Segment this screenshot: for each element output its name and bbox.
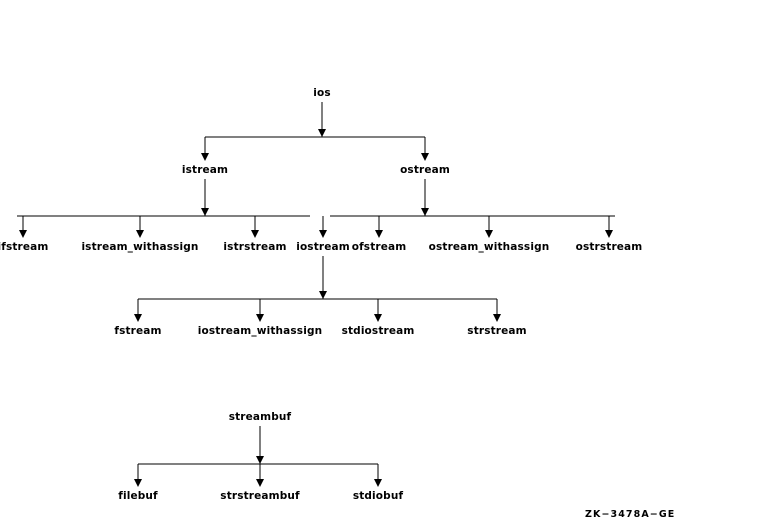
node-istream[interactable]: istream xyxy=(181,164,229,176)
node-ostrstream[interactable]: ostrstream xyxy=(575,241,643,253)
node-ios[interactable]: ios xyxy=(313,87,331,99)
node-strstream[interactable]: strstream xyxy=(467,325,527,337)
node-stdiostream[interactable]: stdiostream xyxy=(341,325,415,337)
figure-id-label: ZK−3478A−GE xyxy=(585,509,676,520)
node-ostream[interactable]: ostream xyxy=(400,164,450,176)
node-fstream[interactable]: fstream xyxy=(114,325,162,337)
node-ostream-withassign[interactable]: ostream_withassign xyxy=(428,241,550,253)
node-iostream[interactable]: iostream xyxy=(296,241,350,253)
node-filebuf[interactable]: filebuf xyxy=(118,490,158,502)
node-istream-withassign[interactable]: istream_withassign xyxy=(81,241,199,253)
node-stdiobuf[interactable]: stdiobuf xyxy=(352,490,404,502)
node-ofstream[interactable]: ofstream xyxy=(351,241,407,253)
node-strstreambuf[interactable]: strstreambuf xyxy=(220,490,300,502)
node-istrstream[interactable]: istrstream xyxy=(223,241,287,253)
node-ifstream[interactable]: ifstream xyxy=(0,241,49,253)
node-iostream-withassign[interactable]: iostream_withassign xyxy=(197,325,323,337)
node-streambuf[interactable]: streambuf xyxy=(228,411,292,423)
